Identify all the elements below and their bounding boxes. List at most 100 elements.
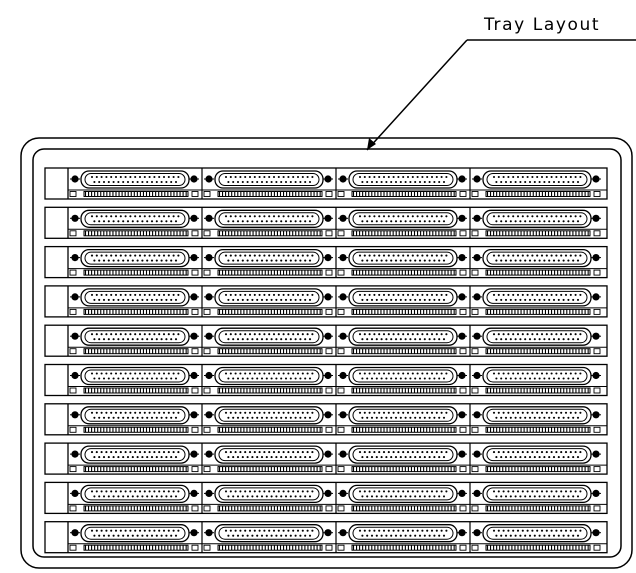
pin bbox=[150, 416, 154, 419]
pin bbox=[105, 451, 108, 454]
pin bbox=[500, 495, 503, 498]
pin bbox=[504, 377, 508, 380]
latch-mark bbox=[69, 387, 77, 394]
pin bbox=[105, 215, 108, 218]
pin bbox=[564, 215, 568, 218]
pin bbox=[394, 377, 398, 380]
pin bbox=[380, 495, 383, 498]
pin bbox=[366, 220, 369, 223]
terminal-strip-outline bbox=[217, 308, 323, 315]
pin bbox=[308, 456, 312, 459]
pin bbox=[289, 377, 292, 380]
pin bbox=[567, 259, 570, 262]
latch-mark bbox=[69, 426, 77, 433]
pin bbox=[521, 529, 524, 532]
pin bbox=[102, 456, 106, 459]
pin bbox=[390, 416, 393, 419]
latch-mark bbox=[203, 230, 211, 237]
pin bbox=[552, 534, 556, 537]
pin bbox=[519, 416, 522, 419]
pin bbox=[373, 293, 376, 296]
pin bbox=[361, 298, 364, 301]
pin bbox=[275, 220, 278, 223]
pin bbox=[516, 175, 520, 179]
pin bbox=[440, 254, 443, 257]
pin bbox=[426, 451, 429, 454]
pin bbox=[438, 456, 441, 459]
pin bbox=[301, 254, 304, 257]
pin bbox=[146, 180, 149, 184]
pin bbox=[299, 534, 302, 537]
pin bbox=[409, 377, 412, 380]
pin bbox=[411, 175, 414, 179]
pin bbox=[495, 377, 498, 380]
pin bbox=[268, 411, 271, 414]
pin bbox=[253, 175, 256, 179]
pin bbox=[521, 411, 524, 414]
pin bbox=[165, 456, 168, 459]
pin bbox=[507, 333, 510, 336]
pin bbox=[241, 298, 244, 301]
pin bbox=[514, 259, 517, 262]
dsub-insert bbox=[84, 408, 186, 422]
pin bbox=[311, 333, 314, 336]
pin bbox=[504, 416, 508, 419]
terminal-strip bbox=[203, 230, 333, 237]
pin bbox=[306, 451, 309, 454]
pin bbox=[569, 451, 572, 454]
pin bbox=[392, 372, 395, 375]
pin bbox=[430, 333, 434, 336]
connector bbox=[469, 482, 601, 514]
pin bbox=[533, 534, 536, 537]
connector bbox=[69, 406, 199, 433]
pin bbox=[148, 215, 151, 218]
pin bbox=[531, 411, 534, 414]
pin bbox=[294, 534, 297, 537]
pin bbox=[435, 411, 438, 414]
pin bbox=[504, 456, 508, 459]
pin bbox=[394, 456, 398, 459]
pin bbox=[557, 495, 560, 498]
pin bbox=[126, 456, 130, 459]
pin bbox=[304, 220, 307, 223]
connector bbox=[69, 524, 199, 551]
pin bbox=[308, 377, 312, 380]
latch-mark bbox=[593, 308, 601, 315]
pin bbox=[567, 456, 570, 459]
latch-mark bbox=[203, 191, 211, 197]
terminal-strip bbox=[337, 466, 467, 473]
pin bbox=[528, 534, 532, 537]
pin bbox=[390, 180, 393, 184]
pin bbox=[572, 495, 575, 498]
pin bbox=[514, 495, 517, 498]
pin bbox=[277, 451, 280, 454]
pin bbox=[248, 333, 252, 336]
pin bbox=[155, 456, 158, 459]
pin bbox=[528, 338, 532, 341]
pin bbox=[426, 293, 429, 296]
pin bbox=[253, 215, 256, 218]
pin bbox=[275, 298, 278, 301]
pin bbox=[560, 175, 563, 179]
pin bbox=[174, 456, 178, 459]
pin bbox=[232, 534, 235, 537]
pin bbox=[236, 377, 240, 380]
pin bbox=[260, 220, 264, 223]
pin bbox=[141, 495, 144, 498]
pin bbox=[378, 215, 381, 218]
pin bbox=[363, 529, 366, 532]
pin bbox=[375, 534, 378, 537]
pin bbox=[368, 333, 371, 336]
pin bbox=[265, 180, 268, 184]
pin bbox=[406, 215, 410, 218]
pin bbox=[416, 254, 419, 257]
pin bbox=[543, 298, 546, 301]
pin bbox=[258, 333, 261, 336]
pin bbox=[378, 333, 381, 336]
pin bbox=[122, 377, 125, 380]
pin bbox=[253, 372, 256, 375]
pin bbox=[428, 416, 431, 419]
connector-row bbox=[44, 363, 608, 397]
pin bbox=[426, 529, 429, 532]
terminal-strip bbox=[203, 308, 333, 315]
